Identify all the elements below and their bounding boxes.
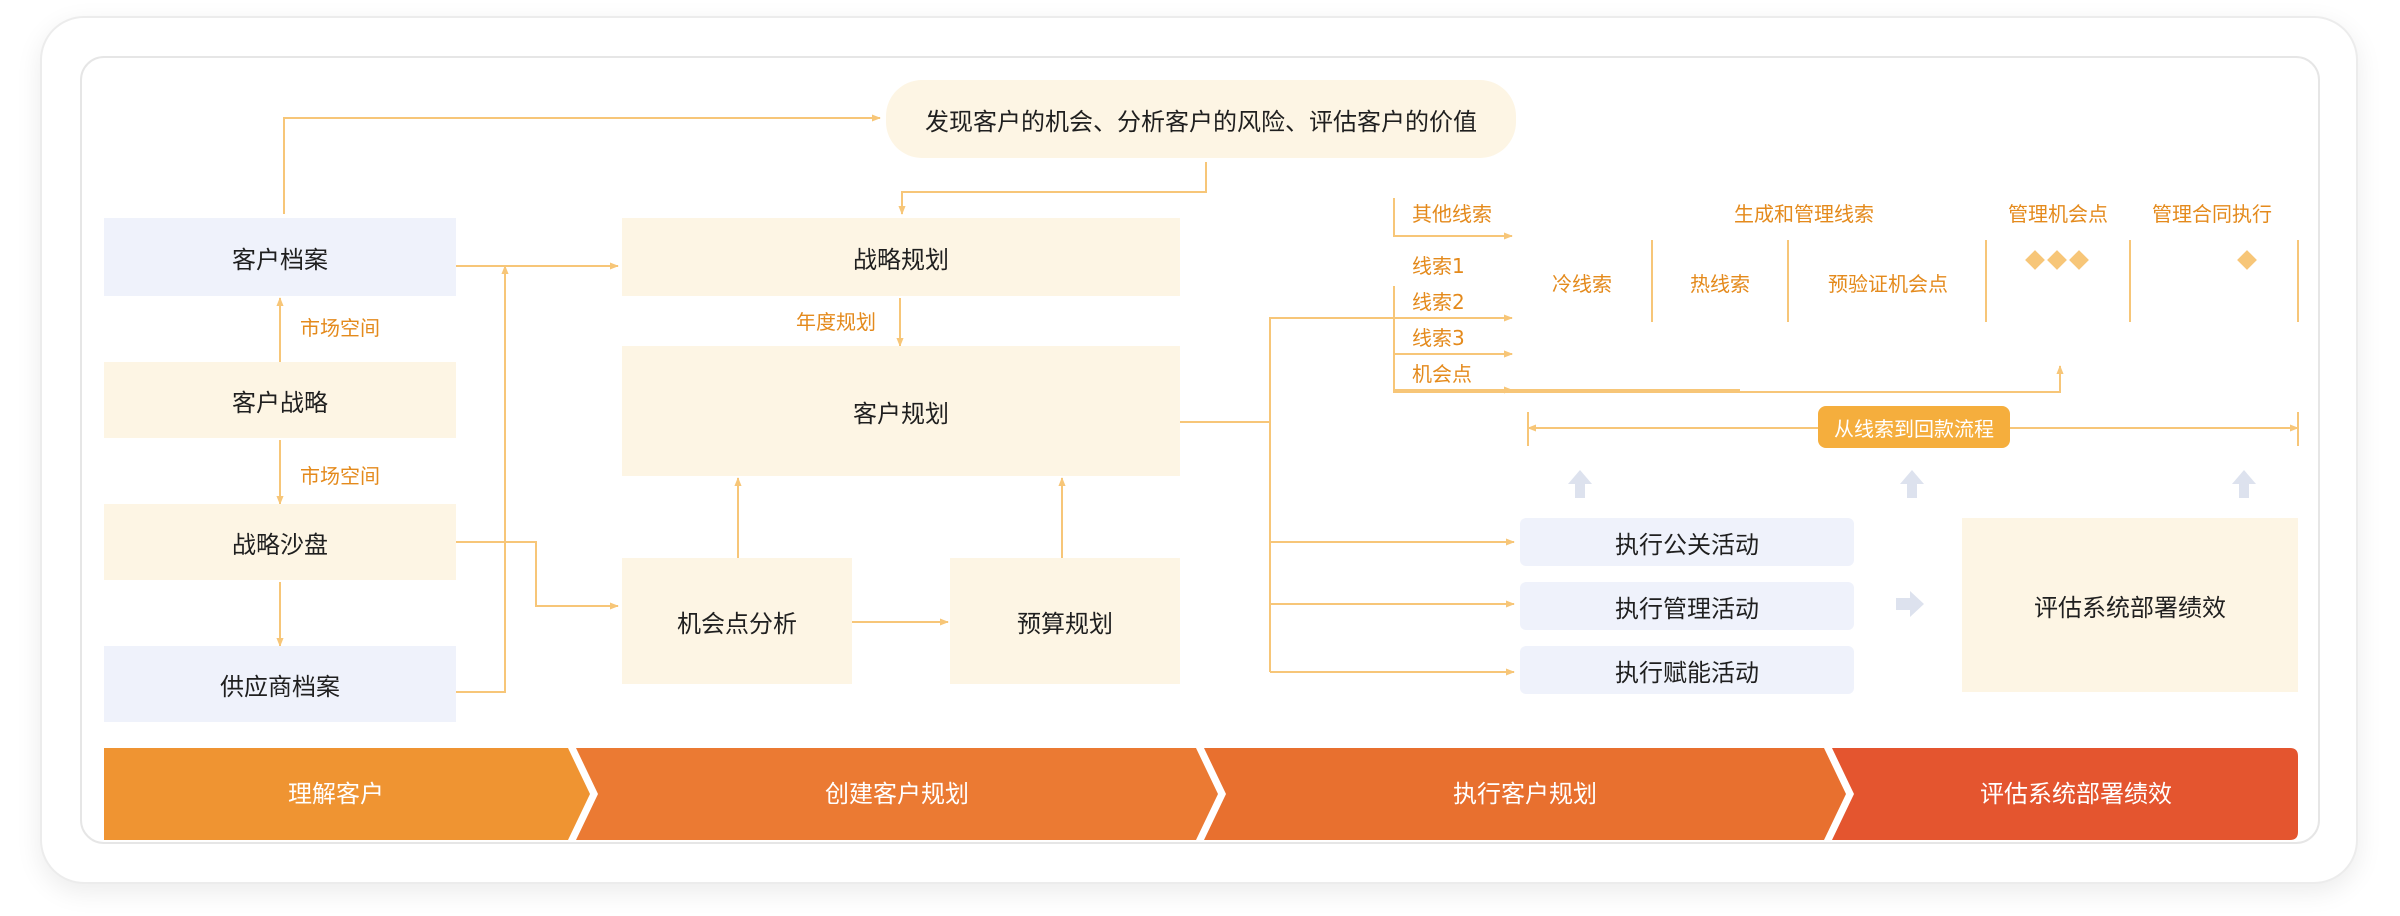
lead3-label: 线索3 bbox=[1412, 326, 1465, 350]
customer-profile-box: 客户档案 bbox=[104, 218, 456, 296]
customer-planning-box: 客户规划 bbox=[622, 346, 1180, 476]
arrow-other-leads bbox=[1393, 198, 1513, 240]
execute-enablement-box: 执行赋能活动 bbox=[1520, 646, 1854, 694]
stage-chevron-2 bbox=[576, 748, 1218, 840]
manage-contract-label: 管理合同执行 bbox=[2152, 202, 2272, 226]
budget-planning-box: 预算规划 bbox=[950, 558, 1180, 684]
customer-strategy-box: 客户战略 bbox=[104, 362, 456, 438]
lead-to-cash-badge: 从线索到回款流程 bbox=[1818, 406, 2010, 448]
prevalidated-opportunity-label: 预验证机会点 bbox=[1828, 272, 1948, 296]
cold-lead-label: 冷线索 bbox=[1552, 272, 1612, 296]
stage-chevron-4 bbox=[1832, 748, 2298, 840]
hot-lead-label: 热线索 bbox=[1690, 272, 1750, 296]
diamond-3 bbox=[2069, 250, 2089, 270]
opportunity-point-label: 机会点 bbox=[1412, 362, 1472, 386]
diamond-4 bbox=[2237, 250, 2257, 270]
annual-planning-label: 年度规划 bbox=[796, 310, 876, 334]
arrow-supplier-to-opportunity bbox=[456, 265, 509, 693]
arrow-banner-to-strategic bbox=[898, 162, 1207, 215]
market-space-label: 市场空间 bbox=[300, 316, 380, 340]
other-leads-label: 其他线索 bbox=[1412, 202, 1492, 226]
arrow-to-lead1 bbox=[1269, 314, 1513, 422]
lead2-label: 线索2 bbox=[1412, 290, 1465, 314]
up-arrow-icon bbox=[1900, 470, 1924, 498]
stage-label-evaluate: 评估系统部署绩效 bbox=[1980, 780, 2172, 808]
execute-pr-box: 执行公关活动 bbox=[1520, 518, 1854, 566]
right-arrow-icon bbox=[1896, 591, 1924, 617]
up-arrow-icon bbox=[2232, 470, 2256, 498]
strategic-planning-box: 战略规划 bbox=[622, 218, 1180, 296]
arrow-opportunity-up bbox=[1393, 365, 2064, 393]
stage-label-understand: 理解客户 bbox=[288, 780, 384, 808]
stage-chevron-3 bbox=[1204, 748, 1846, 840]
lead1-label: 线索1 bbox=[1412, 254, 1465, 278]
stage-label-execute-plan: 执行客户规划 bbox=[1453, 780, 1597, 808]
generate-manage-leads-label: 生成和管理线索 bbox=[1734, 202, 1874, 226]
banner-customer-value: 发现客户的机会、分析客户的风险、评估客户的价值 bbox=[886, 80, 1516, 158]
stage-chevron-1 bbox=[104, 748, 590, 840]
strategy-sandbox-box: 战略沙盘 bbox=[104, 504, 456, 580]
arrow-profile-to-banner bbox=[283, 114, 881, 214]
diamond-1 bbox=[2025, 250, 2045, 270]
arrow-sandbox-to-opportunity bbox=[456, 541, 619, 610]
diamond-2 bbox=[2047, 250, 2067, 270]
manage-opportunity-label: 管理机会点 bbox=[2008, 202, 2108, 226]
market-space-label: 市场空间 bbox=[300, 464, 380, 488]
stage-label-create-plan: 创建客户规划 bbox=[825, 780, 969, 808]
up-arrow-icon bbox=[1568, 470, 1592, 498]
supplier-profile-box: 供应商档案 bbox=[104, 646, 456, 722]
evaluate-performance-box: 评估系统部署绩效 bbox=[1962, 518, 2298, 692]
execute-management-box: 执行管理活动 bbox=[1520, 582, 1854, 630]
opportunity-analysis-box: 机会点分析 bbox=[622, 558, 852, 684]
